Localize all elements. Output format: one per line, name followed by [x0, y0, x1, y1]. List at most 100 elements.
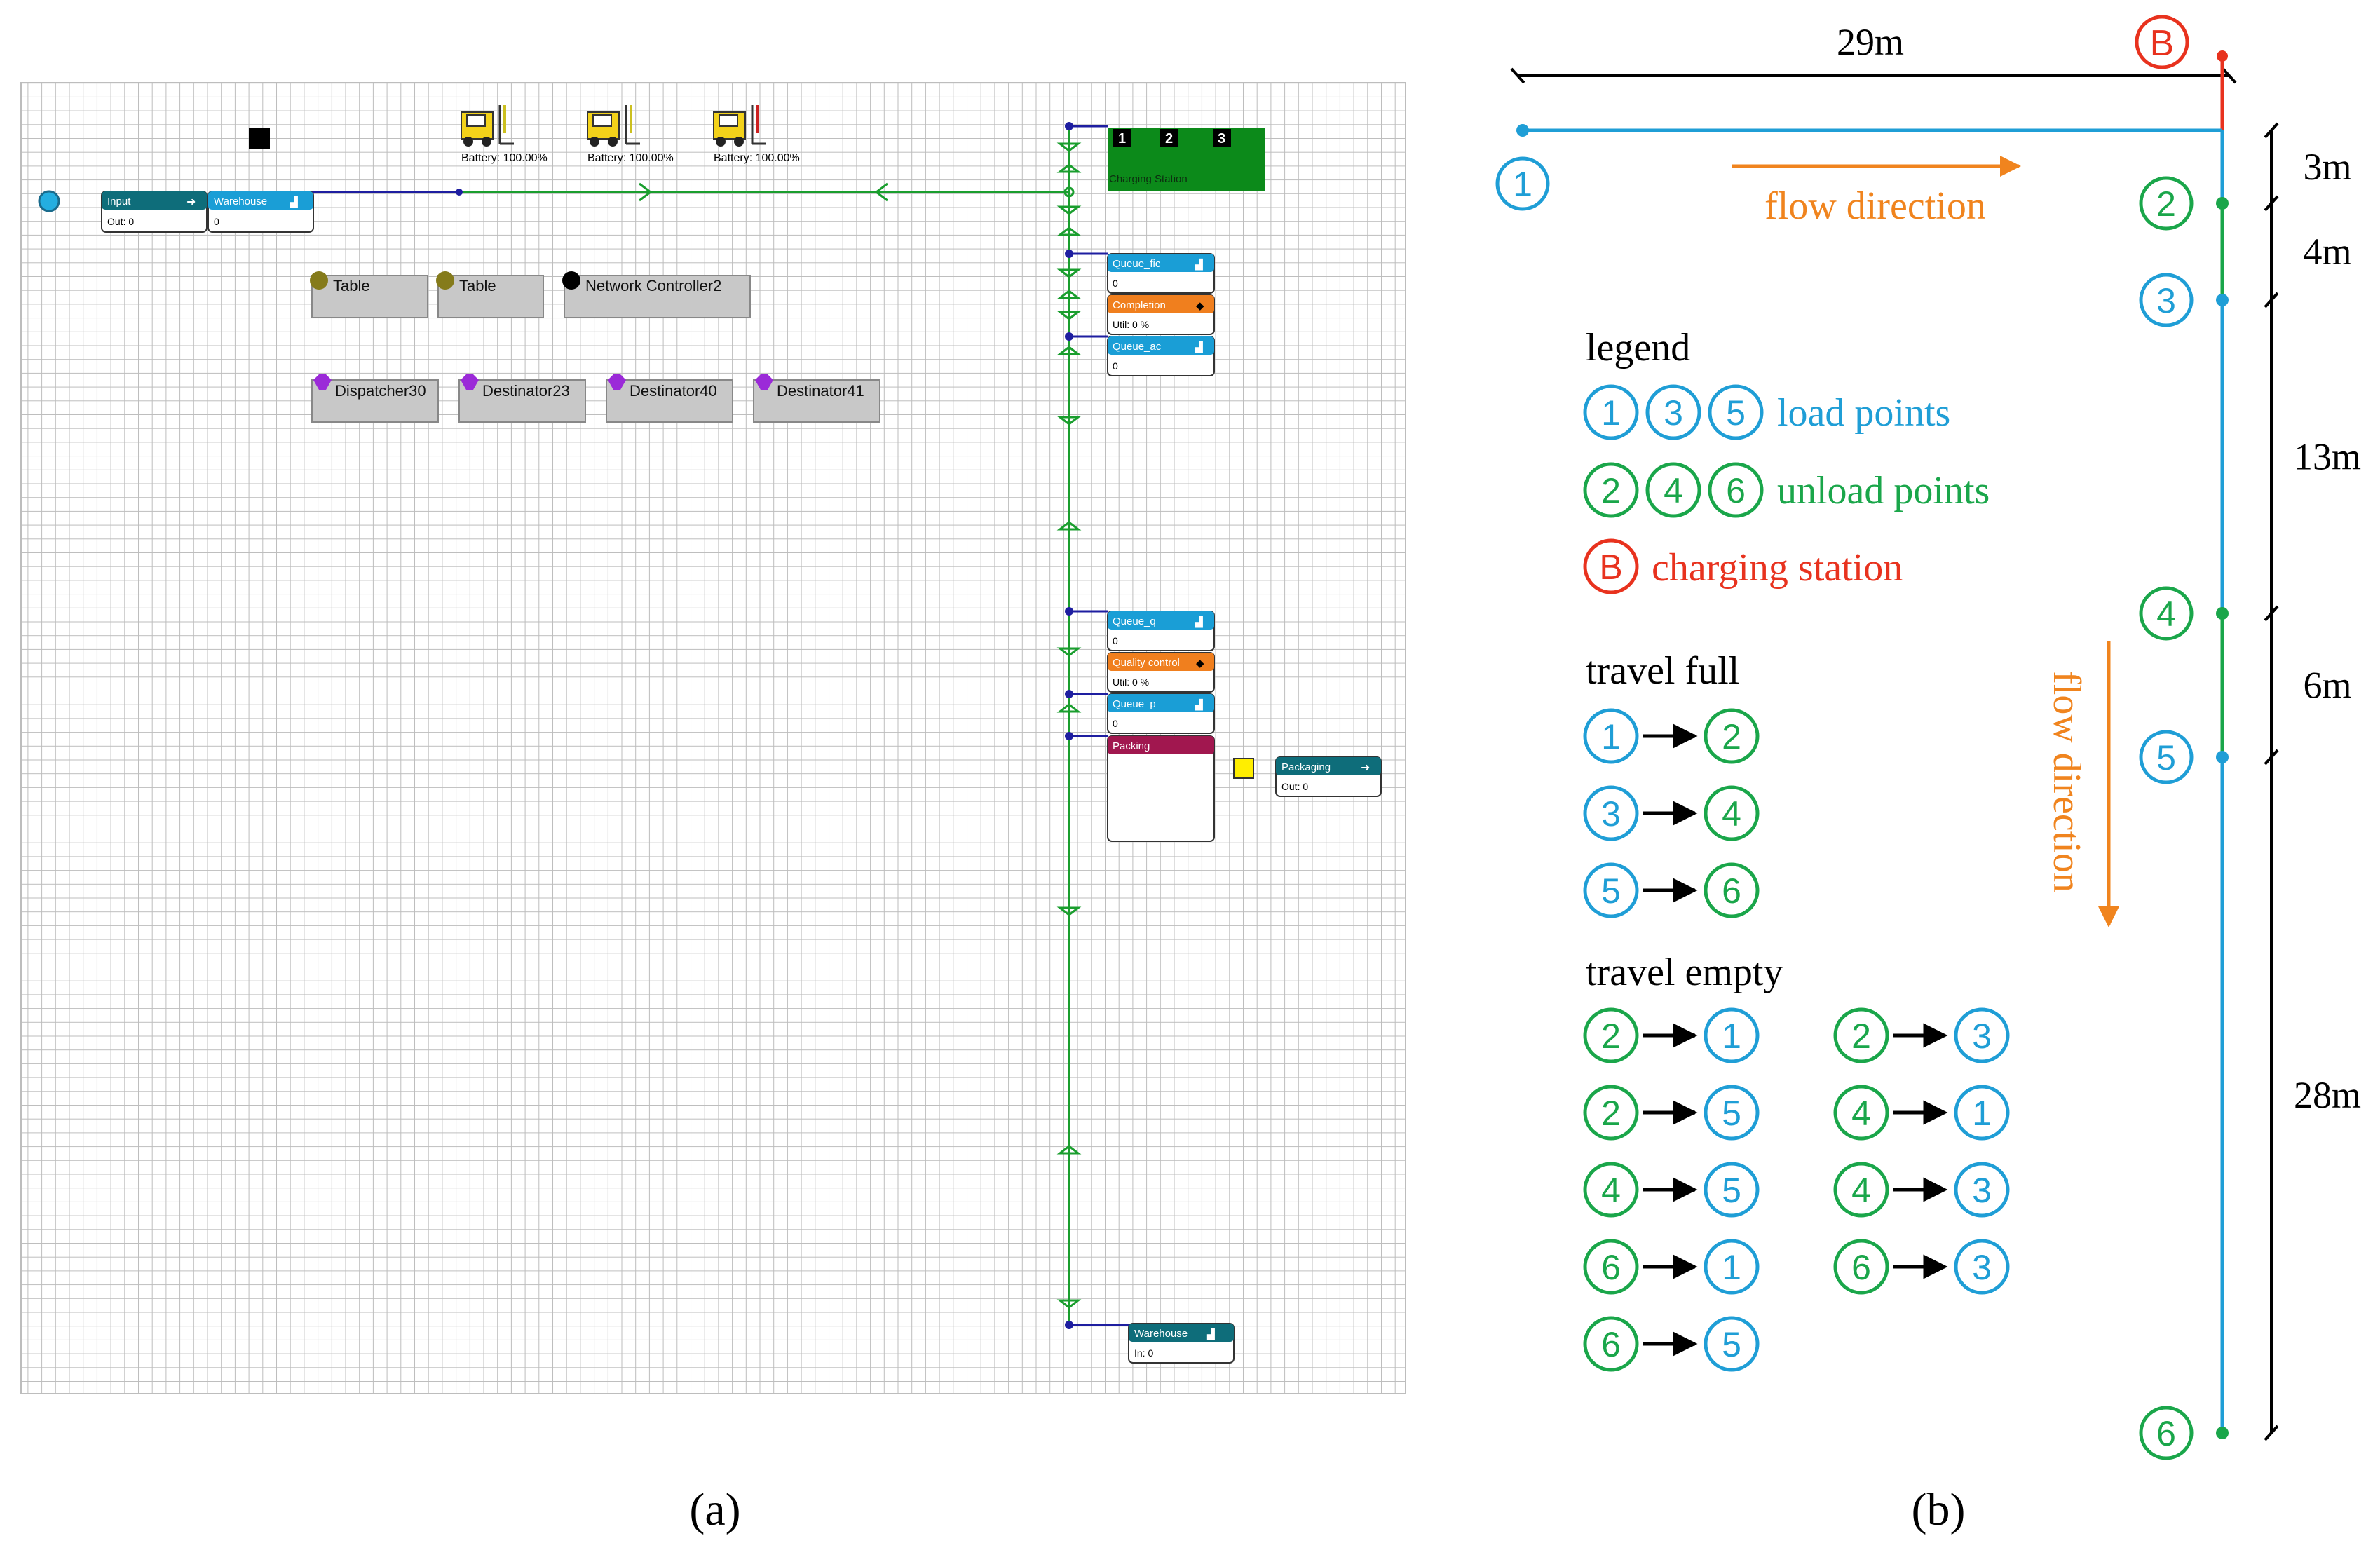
station-node-process[interactable]: Completion◆Util: 0 % — [1107, 294, 1215, 335]
route-point-icon — [2139, 730, 2194, 784]
forklift-small-icon: ▟ — [290, 196, 298, 208]
tool-node-box — [564, 275, 751, 318]
dimension-tick — [1510, 67, 1525, 84]
route-point-1: 1 — [1495, 156, 1550, 211]
station-node-queue[interactable]: Queue_fic▟0 — [1107, 253, 1215, 294]
dimension-tick — [2264, 292, 2279, 308]
travel-from-point-label: 4 — [1851, 1094, 1871, 1133]
segment-distance-label: 13m — [2294, 436, 2361, 478]
path-node[interactable] — [1065, 250, 1073, 258]
tool-node-dot-icon — [310, 271, 328, 290]
travel-to-point-icon — [1704, 1316, 1760, 1372]
tool-node-label: Table — [459, 277, 496, 294]
source-circle-icon[interactable] — [38, 190, 60, 212]
dimension-tick — [2264, 195, 2279, 212]
direction-chevron — [1056, 1299, 1082, 1309]
dimension-tick — [2222, 67, 2237, 84]
travel-from-point-label: 5 — [1601, 871, 1621, 911]
path-node[interactable] — [1065, 122, 1073, 130]
path-node[interactable] — [1063, 186, 1075, 198]
charging-slot — [1213, 129, 1231, 147]
direction-chevron — [1056, 226, 1082, 236]
travel-from-point-label: 6 — [1601, 1325, 1621, 1364]
input-node[interactable]: Input ➜ Out: 0 — [101, 191, 208, 233]
warehouse-out-title: Warehouse — [1134, 1328, 1188, 1340]
travel-from-point-icon — [1583, 1316, 1639, 1372]
legend-load-point-icon — [1645, 384, 1701, 440]
tool-node[interactable]: Table — [310, 271, 428, 318]
travel-to-point-icon — [1704, 785, 1760, 841]
travel-to-point-label: 1 — [1722, 1248, 1741, 1287]
tool-node-dot-icon — [313, 374, 332, 390]
tool-node[interactable]: Dispatcher30 — [311, 374, 439, 423]
station-value: 0 — [1113, 278, 1118, 289]
forklift-icon[interactable]: Battery: 100.00% — [587, 105, 674, 164]
forklift-icon[interactable]: Battery: 100.00% — [461, 105, 548, 164]
station-node-packing[interactable]: Packing — [1107, 735, 1215, 842]
route-point-5: 5 — [2139, 730, 2229, 784]
direction-chevron — [1056, 311, 1082, 320]
forklift-wheel — [482, 137, 491, 147]
tool-node-label: Network Controller2 — [585, 277, 721, 294]
tool-node[interactable]: Destinator23 — [458, 374, 586, 423]
route-point-icon — [2139, 586, 2194, 641]
path-node[interactable] — [1065, 332, 1073, 341]
direction-chevron — [1056, 1145, 1082, 1155]
tool-node[interactable]: Table — [436, 271, 544, 318]
path-node[interactable] — [1065, 1321, 1073, 1329]
forklift-icon[interactable]: Battery: 100.00% — [713, 105, 800, 164]
station-node-queue[interactable]: Queue_q▟0 — [1107, 611, 1215, 651]
direction-chevron — [1056, 268, 1082, 278]
tool-node-box — [311, 275, 428, 318]
legend-load-text: load points — [1777, 391, 1950, 435]
forklift-wheel — [590, 137, 599, 147]
station-node-queue[interactable]: Queue_p▟0 — [1107, 693, 1215, 734]
travel-to-point-label: 5 — [1722, 1094, 1741, 1133]
tool-node-box — [311, 379, 439, 423]
travel-to-point-label: 1 — [1722, 1017, 1741, 1056]
travel-to-point-label: 3 — [1972, 1017, 1992, 1056]
charging-slot — [1113, 129, 1131, 147]
path-node[interactable] — [1065, 607, 1073, 616]
route-point-dot — [2216, 751, 2229, 763]
travel-from-point-label: 6 — [1601, 1248, 1621, 1287]
forklift-small-icon: ▟ — [1195, 341, 1203, 353]
station-value: Util: 0 % — [1113, 676, 1149, 688]
charging-station-label: Charging Station — [1109, 173, 1188, 185]
warehouse-in-title: Warehouse — [214, 196, 267, 208]
forklift-cab — [719, 114, 738, 127]
tool-node[interactable]: Destinator41 — [753, 374, 880, 423]
path-node[interactable] — [456, 189, 463, 196]
warehouse-in-node[interactable]: Warehouse ▟ 0 — [208, 191, 314, 233]
station-header — [1108, 295, 1214, 313]
packaging-value: Out: 0 — [1281, 781, 1308, 792]
direction-chevron — [1056, 647, 1082, 657]
route-point-dot — [2216, 294, 2229, 306]
travel-from-point-label: 3 — [1601, 794, 1621, 834]
path-node[interactable] — [1065, 690, 1073, 698]
yellow-sink-marker[interactable] — [1233, 758, 1254, 779]
path-node[interactable] — [1065, 732, 1073, 740]
packaging-node[interactable]: Packaging ➜ Out: 0 — [1275, 756, 1382, 797]
tool-node[interactable]: Destinator40 — [606, 374, 733, 423]
charging-slot-number: 2 — [1165, 131, 1173, 147]
direction-chevron — [1056, 416, 1082, 426]
tool-node[interactable]: Network Controller2 — [562, 271, 751, 318]
station-header — [1108, 736, 1214, 754]
segment-distance-label: 6m — [2303, 665, 2351, 707]
station-node-queue[interactable]: Queue_ac▟0 — [1107, 336, 1215, 376]
warehouse-out-node[interactable]: Warehouse ▟ In: 0 — [1128, 1323, 1235, 1364]
station-title: Queue_q — [1113, 616, 1156, 627]
station-node-process[interactable]: Quality control◆Util: 0 % — [1107, 652, 1215, 693]
